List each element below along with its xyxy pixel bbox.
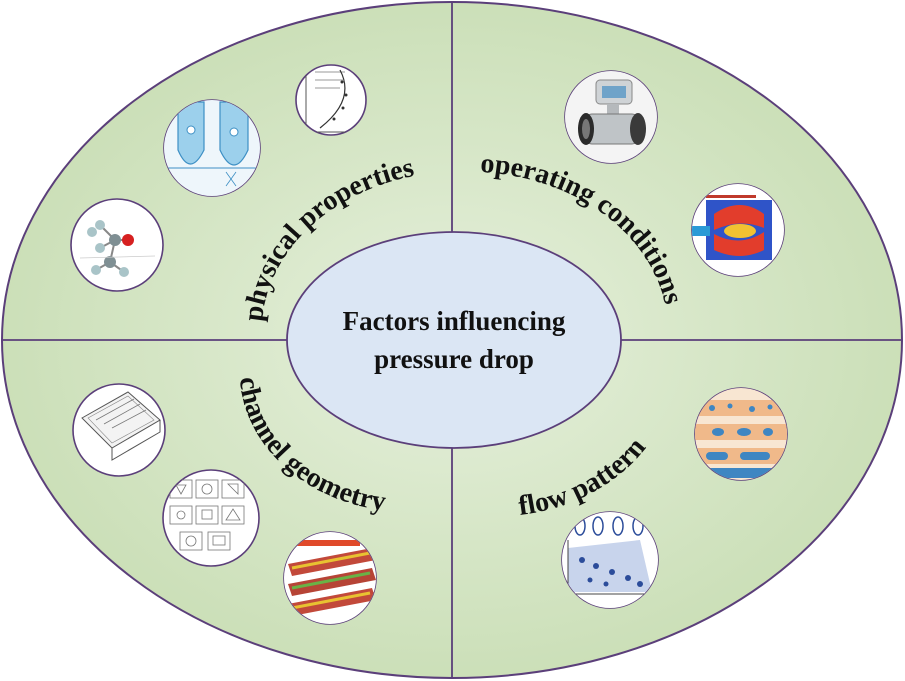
flow-regime-thumbnail — [561, 511, 659, 609]
cfd-contour-thumbnail — [691, 183, 785, 277]
droplet-nozzle-thumbnail — [163, 99, 261, 197]
molecule-thumbnail — [70, 198, 164, 292]
center-title-line1: Factors influencing — [343, 306, 566, 336]
pipe-contour-thumbnail — [283, 531, 377, 625]
flow-meter-thumbnail — [564, 70, 658, 164]
velocity-profile-thumbnail — [295, 64, 367, 136]
channel-drawing-thumbnail — [72, 383, 166, 477]
cross-sections-thumbnail — [162, 469, 260, 567]
bubble-flow-thumbnail — [694, 387, 788, 481]
center-ellipse — [286, 231, 622, 449]
center-title-line2: pressure drop — [374, 344, 534, 374]
